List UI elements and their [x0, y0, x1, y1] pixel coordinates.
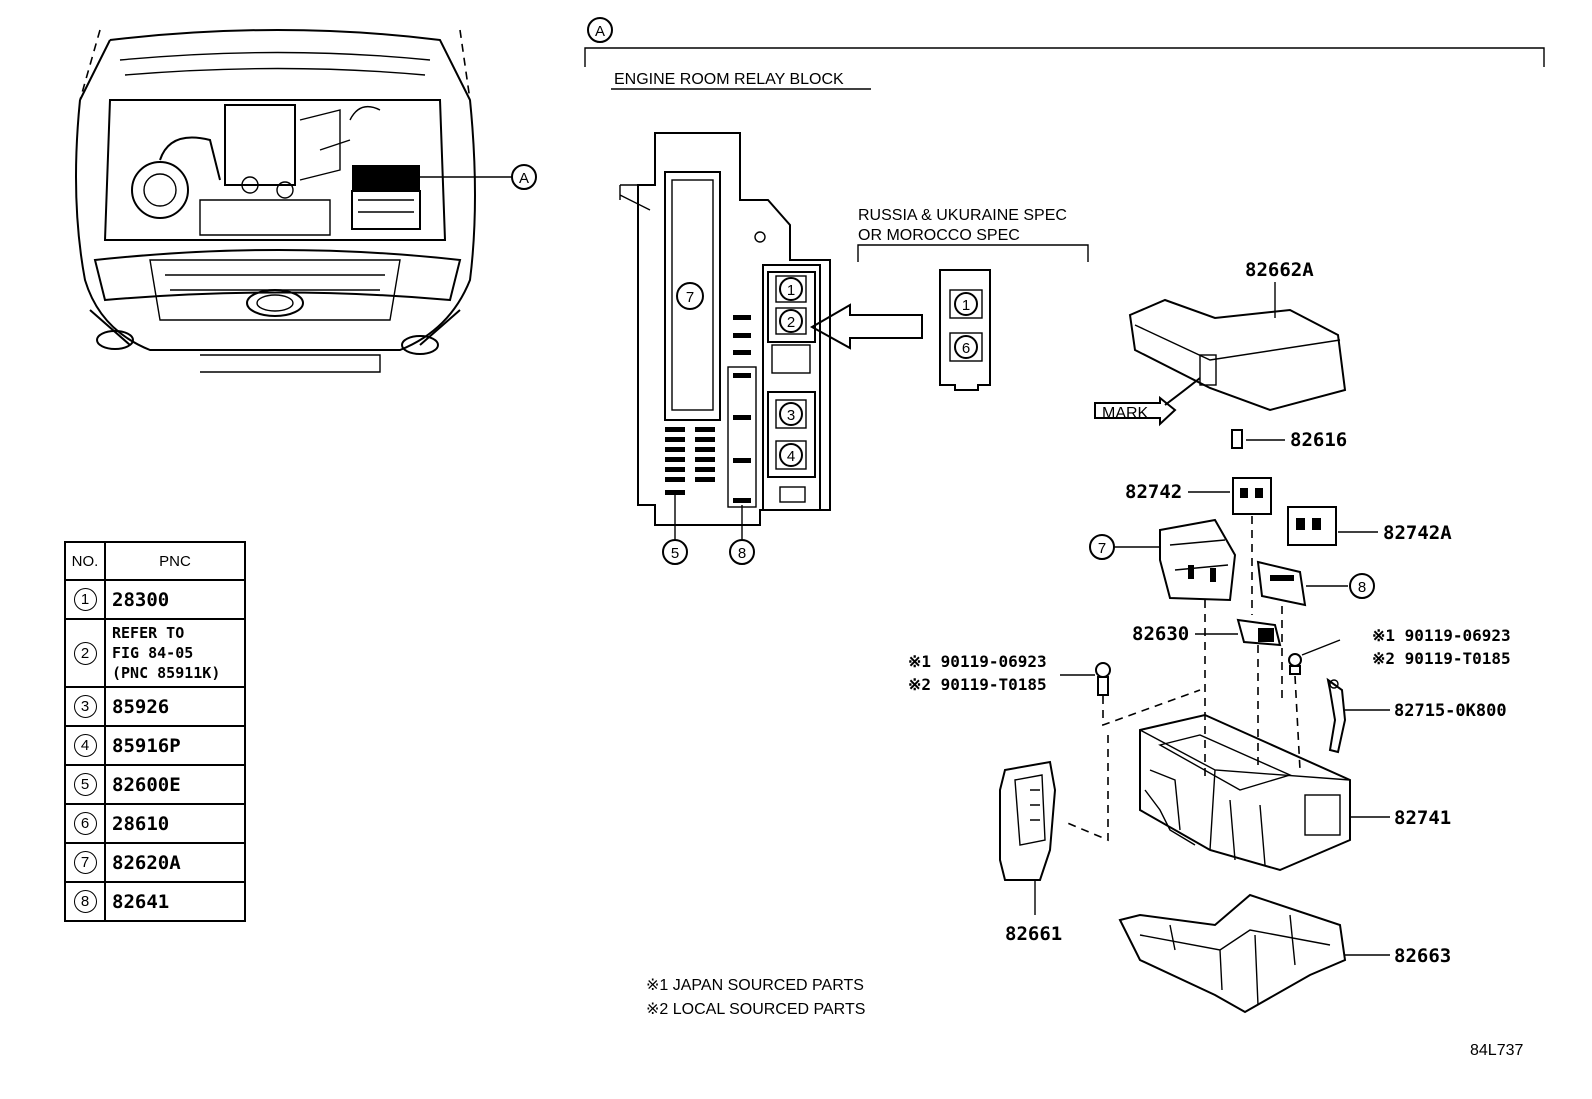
- header-pnc: PNC: [104, 541, 246, 581]
- spec-note-line2: OR MOROCCO SPEC: [858, 227, 1020, 244]
- label-82742A: 82742A: [1383, 522, 1452, 544]
- footnote-1: ※1 JAPAN SOURCED PARTS: [646, 977, 864, 994]
- fuse-82616-part: [1231, 429, 1243, 449]
- fuse-block-82641-part: [1256, 560, 1307, 607]
- label-82661: 82661: [1005, 923, 1062, 945]
- arrow-icon: [809, 303, 923, 350]
- bolt-right-part: [1288, 653, 1302, 675]
- table-header-row: NO. PNC: [64, 541, 246, 581]
- bolt-left-part: [1095, 662, 1111, 696]
- callout-a-overview-label: A: [519, 170, 529, 187]
- parts-num-7: 7: [1098, 540, 1106, 557]
- row-number: 7: [73, 851, 97, 874]
- row-number: 3: [73, 695, 97, 718]
- label-82741: 82741: [1394, 807, 1451, 829]
- label-82616: 82616: [1290, 429, 1347, 451]
- label-bolt-right-2: ※2 90119-T0185: [1372, 649, 1511, 668]
- row-number: 2: [73, 641, 97, 665]
- relay-82742A-part: [1287, 506, 1337, 546]
- fuse-slots-grid: [665, 427, 715, 495]
- row-number: 1: [73, 588, 97, 611]
- relay-box-82741-part: [1139, 713, 1351, 872]
- alt-block-num-6: 6: [962, 340, 970, 357]
- callout-a-overview: [511, 164, 537, 190]
- label-82742: 82742: [1125, 481, 1182, 503]
- label-82715: 82715-0K800: [1394, 701, 1507, 721]
- row-pnc: 85916P: [104, 725, 246, 766]
- row-pnc: 82600E: [104, 764, 246, 805]
- row-pnc: 82620A: [104, 842, 246, 883]
- relay-block-top-view: 7 1 2 3 4 5 8: [619, 132, 923, 565]
- lower-case-82663-part: [1118, 893, 1347, 1014]
- figure-code: 84L737: [1470, 1042, 1523, 1059]
- label-bolt-left-1: ※1 90119-06923: [908, 652, 1047, 671]
- alt-block-num-1: 1: [962, 297, 970, 314]
- relay-block-num-5: 5: [671, 545, 679, 562]
- row-pnc: 28300: [104, 579, 246, 620]
- relay-82742-part: [1232, 477, 1272, 515]
- spec-bracket: [857, 244, 1089, 262]
- relay-block-num-7: 7: [686, 289, 694, 306]
- label-82662A: 82662A: [1245, 259, 1314, 281]
- parts-num-8: 8: [1358, 579, 1366, 596]
- label-82663: 82663: [1394, 945, 1451, 967]
- header-no: NO.: [64, 541, 106, 581]
- row-pnc: 82641: [104, 881, 246, 922]
- row-number: 8: [73, 890, 97, 913]
- callout-a-header-label: A: [595, 23, 605, 40]
- bracket-82715-part: [1326, 677, 1347, 754]
- connector-82630-part: [1236, 618, 1282, 647]
- table-row: 7 82620A: [64, 842, 246, 883]
- pnc-table: NO. PNC 1 28300 2 REFER TO FIG 84-05 (PN…: [64, 541, 246, 922]
- bracket-82661-part: [999, 760, 1057, 881]
- row-pnc: 28610: [104, 803, 246, 844]
- label-82630: 82630: [1132, 623, 1189, 645]
- relay-block-num-2: 2: [787, 314, 795, 331]
- row-number: 4: [73, 734, 97, 757]
- cover-82662A: 82662A MARK: [1094, 259, 1347, 427]
- section-bracket: [584, 47, 1545, 67]
- table-row: 1 28300: [64, 579, 246, 620]
- relay-block-num-1: 1: [787, 282, 795, 299]
- row-number: 5: [73, 773, 97, 796]
- table-row: 2 REFER TO FIG 84-05 (PNC 85911K): [64, 618, 246, 688]
- relay-block-num-3: 3: [787, 407, 795, 424]
- engine-bay-illustration: A: [75, 29, 537, 373]
- relay-block-82620A-part: [1159, 518, 1237, 602]
- label-bolt-right-1: ※1 90119-06923: [1372, 626, 1511, 645]
- label-bolt-left-2: ※2 90119-T0185: [908, 675, 1047, 694]
- mark-arrow: [1164, 377, 1201, 406]
- block-title: ENGINE ROOM RELAY BLOCK: [614, 71, 844, 88]
- table-row: 3 85926: [64, 686, 246, 727]
- row-number: 6: [73, 812, 97, 835]
- table-row: 4 85916P: [64, 725, 246, 766]
- spec-note-line1: RUSSIA & UKURAINE SPEC: [858, 207, 1067, 224]
- alt-spec-block: 1 6: [939, 269, 991, 391]
- table-row: 5 82600E: [64, 764, 246, 805]
- table-row: 6 28610: [64, 803, 246, 844]
- relay-block-num-4: 4: [787, 448, 795, 465]
- row-pnc: 85926: [104, 686, 246, 727]
- footnote-2: ※2 LOCAL SOURCED PARTS: [646, 1001, 865, 1018]
- callout-a-header: [587, 17, 613, 43]
- table-row: 8 82641: [64, 881, 246, 922]
- mark-label: MARK: [1102, 405, 1149, 422]
- relay-block-num-8: 8: [738, 545, 746, 562]
- row-pnc: REFER TO FIG 84-05 (PNC 85911K): [104, 618, 246, 688]
